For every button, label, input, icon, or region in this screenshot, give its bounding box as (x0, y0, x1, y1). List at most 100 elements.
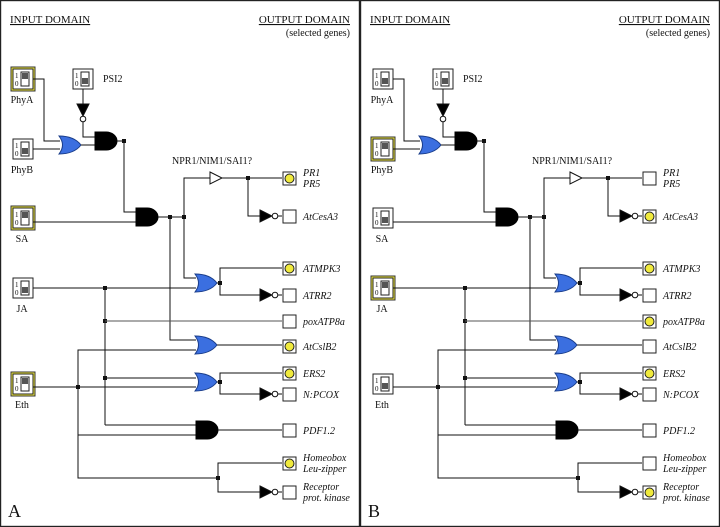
not-bubble (271, 390, 279, 398)
switch-one-mark: 1 (15, 142, 19, 150)
eth-switch[interactable]: 10 (10, 371, 36, 397)
psi2-label: PSI2 (463, 74, 482, 85)
switch-knob (442, 78, 448, 84)
wire (579, 267, 642, 283)
atcslb2-lamp (642, 339, 657, 354)
and-gate (94, 131, 118, 151)
and-gate (555, 420, 579, 440)
switch-one-mark: 1 (375, 211, 379, 219)
ja-label: JA (376, 304, 388, 315)
switch-one-mark: 1 (375, 72, 379, 80)
or-gate (553, 273, 578, 293)
phya-switch[interactable]: 10 (10, 66, 36, 92)
phya-label: PhyA (11, 95, 35, 106)
atrr2-gene-label: ATRR2 (302, 291, 332, 302)
input-domain-heading: INPUT DOMAIN (10, 14, 90, 26)
not-bubble (631, 390, 639, 398)
switch-knob (382, 217, 388, 223)
wire (529, 217, 556, 341)
not-bubble (439, 115, 447, 123)
wire (219, 382, 260, 395)
homeobox-gene-label: Homeobox (662, 453, 707, 464)
switch-zero-mark: 0 (375, 385, 379, 393)
switch-zero-mark: 0 (375, 219, 379, 227)
switch-knob (22, 378, 28, 384)
lamp-box (642, 387, 657, 402)
switch-zero-mark: 0 (375, 150, 379, 158)
psi2-buffer (436, 103, 450, 118)
atrr2-lamp (282, 288, 297, 303)
receptor-gene-label: Receptor (662, 482, 699, 493)
lamp-box (282, 485, 297, 500)
wire (543, 177, 570, 217)
switch-zero-mark: 0 (15, 80, 19, 88)
pr-gene-label: PR5 (662, 179, 680, 190)
atmpk3-gene-label: ATMPK3 (302, 264, 340, 275)
lamp-box (642, 288, 657, 303)
lamp-box (642, 171, 657, 186)
switch-one-mark: 1 (15, 377, 19, 385)
npcox-lamp (642, 387, 657, 402)
wire (607, 178, 620, 217)
sa-label: SA (376, 234, 390, 245)
atcslb2-lamp (282, 339, 297, 354)
ers2-gene-label: ERS2 (302, 369, 325, 380)
switch-knob (22, 148, 28, 154)
switch-zero-mark: 0 (15, 289, 19, 297)
eth-switch[interactable]: 10 (372, 373, 394, 395)
sa-switch[interactable]: 10 (10, 205, 36, 231)
output-domain-heading: OUTPUT DOMAIN (619, 14, 710, 26)
wire (579, 382, 620, 395)
pr-gene-label: PR1 (302, 168, 320, 179)
phya-switch[interactable]: 10 (372, 68, 394, 90)
switch-zero-mark: 0 (15, 219, 19, 227)
wire (247, 178, 260, 217)
atmpk3-gene-label: ATMPK3 (662, 264, 700, 275)
switch-knob (382, 143, 388, 149)
psi2-switch[interactable]: 10 (432, 68, 454, 90)
wire (77, 387, 218, 479)
lamp-box (642, 423, 657, 438)
poxatp8a-lamp (642, 314, 657, 329)
phyb-switch[interactable]: 10 (370, 136, 396, 162)
npcox-not-gate (619, 387, 634, 401)
or-gate (193, 273, 218, 293)
eth-label: Eth (375, 400, 389, 411)
panel-frame (360, 0, 720, 527)
wire (183, 217, 196, 279)
switch-zero-mark: 0 (375, 289, 379, 297)
phyb-switch[interactable]: 10 (12, 138, 34, 160)
homeobox-gene-label: Leu-zipper (662, 464, 706, 475)
ja-switch[interactable]: 10 (12, 277, 34, 299)
switch-knob (22, 73, 28, 79)
ja-switch[interactable]: 10 (370, 275, 396, 301)
cesa3-lamp (642, 209, 657, 224)
psi2-switch[interactable]: 10 (72, 68, 94, 90)
receptor-lamp (642, 485, 657, 500)
pr-gene-label: PR1 (662, 168, 680, 179)
or-gate (417, 135, 442, 155)
or-gate (193, 372, 218, 392)
receptor-gene-label: prot. kinase (662, 493, 710, 504)
wire (77, 349, 196, 387)
psi2-label: PSI2 (103, 74, 122, 85)
homeobox-gene-label: Homeobox (302, 453, 347, 464)
atrr2-not-gate (619, 288, 634, 302)
atrr2-not-gate (259, 288, 274, 302)
switch-knob (22, 287, 28, 293)
not-bubble (631, 488, 639, 496)
lamp-light (644, 263, 655, 274)
atmpk3-lamp (642, 261, 657, 276)
lamp-light (284, 263, 295, 274)
phya-label: PhyA (371, 95, 395, 106)
switch-zero-mark: 0 (15, 385, 19, 393)
wire (579, 283, 620, 296)
lamp-box (282, 209, 297, 224)
sa-switch[interactable]: 10 (372, 207, 394, 229)
sa-label: SA (16, 234, 30, 245)
poxatp8a-gene-label: poxATP8a (662, 317, 705, 328)
lamp-box (282, 387, 297, 402)
pdf12-gene-label: PDF1.2 (662, 426, 695, 437)
cesa3-gene-label: AtCesA3 (662, 212, 698, 223)
wire (442, 122, 455, 138)
